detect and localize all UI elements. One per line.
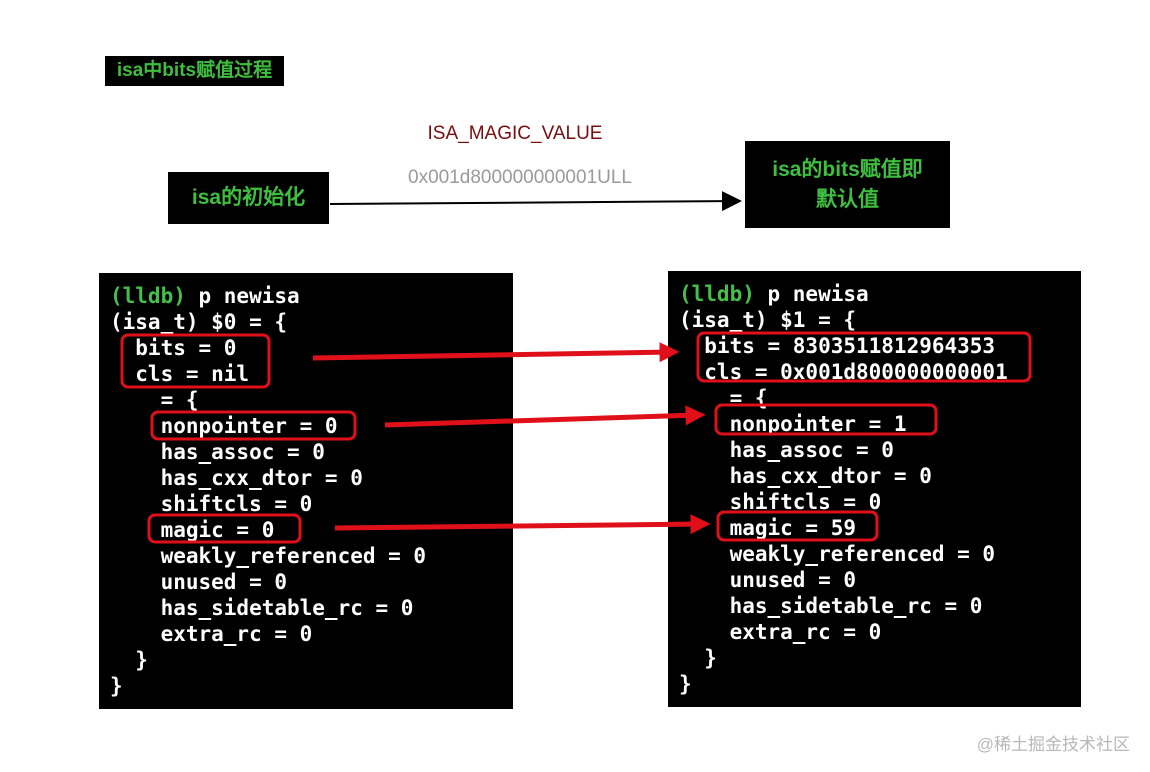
left-magic-highlight: [147, 513, 302, 544]
left-code: (lldb) p newisa (isa_t) $0 = { bits = 0 …: [110, 283, 426, 699]
code-line: weakly_referenced = 0: [679, 542, 996, 566]
code-line: extra_rc = 0: [679, 620, 882, 644]
code-line: has_sidetable_rc = 0: [110, 596, 414, 620]
code-line: }: [110, 648, 148, 672]
left-lldb-output: (lldb) p newisa (isa_t) $0 = { bits = 0 …: [99, 273, 513, 709]
code-line: bits = 8303511812964353: [679, 334, 996, 358]
isa-init-box: isa的初始化: [168, 172, 329, 224]
right-bits-cls-highlight: [696, 331, 1032, 383]
code-line: weakly_referenced = 0: [110, 544, 427, 568]
code-line: cls = nil: [110, 362, 250, 386]
bits-default-line2: 默认值: [816, 187, 879, 211]
bits-arrow: [312, 342, 680, 363]
isa-init-label: isa的初始化: [191, 186, 306, 209]
code-line: has_sidetable_rc = 0: [679, 594, 983, 618]
code-line: nonpointer = 0: [110, 414, 338, 438]
magic-value-label: ISA_MAGIC_VALUE: [427, 123, 603, 144]
code-line: (isa_t) $0 = {: [110, 310, 288, 334]
lldb-prompt: (lldb): [679, 282, 755, 306]
code-line: }: [679, 672, 692, 696]
code-line: shiftcls = 0: [110, 492, 313, 516]
code-line: shiftcls = 0: [679, 490, 882, 514]
code-line: bits = 0: [110, 336, 237, 360]
code-line: nonpointer = 1: [679, 412, 907, 436]
right-magic-highlight: [716, 510, 879, 542]
lldb-prompt: (lldb): [110, 284, 186, 308]
code-line: has_assoc = 0: [679, 438, 894, 462]
code-line: magic = 59: [679, 516, 857, 540]
left-nonpointer-highlight: [150, 410, 357, 441]
watermark: @稀土掘金技术社区: [976, 735, 1130, 754]
magic-arrow: [334, 514, 711, 535]
magic-value-hex: 0x001d800000000001ULL: [408, 167, 632, 188]
bits-default-box: isa的bits赋值即 默认值: [745, 141, 950, 228]
code-line: (isa_t) $1 = {: [679, 308, 857, 332]
right-code: (lldb) p newisa (isa_t) $1 = { bits = 83…: [679, 281, 1008, 697]
lldb-command: p newisa: [754, 282, 869, 306]
code-line: extra_rc = 0: [110, 622, 313, 646]
diagram-title: isa中bits赋值过程: [105, 56, 284, 86]
code-line: }: [110, 674, 123, 698]
right-nonpointer-highlight: [714, 403, 938, 436]
code-line: magic = 0: [110, 518, 275, 542]
left-bits-cls-highlight: [120, 333, 271, 389]
bits-default-line1: isa的bits赋值即: [772, 157, 923, 181]
flow-arrow: [329, 191, 742, 212]
nonpointer-arrow: [384, 405, 706, 428]
code-line: has_assoc = 0: [110, 440, 325, 464]
code-line: unused = 0: [110, 570, 288, 594]
right-lldb-output: (lldb) p newisa (isa_t) $1 = { bits = 83…: [668, 271, 1081, 707]
code-line: = {: [110, 388, 199, 412]
code-line: }: [679, 646, 717, 670]
lldb-command: p newisa: [185, 284, 300, 308]
code-line: has_cxx_dtor = 0: [110, 466, 363, 490]
code-line: has_cxx_dtor = 0: [679, 464, 932, 488]
code-line: unused = 0: [679, 568, 857, 592]
